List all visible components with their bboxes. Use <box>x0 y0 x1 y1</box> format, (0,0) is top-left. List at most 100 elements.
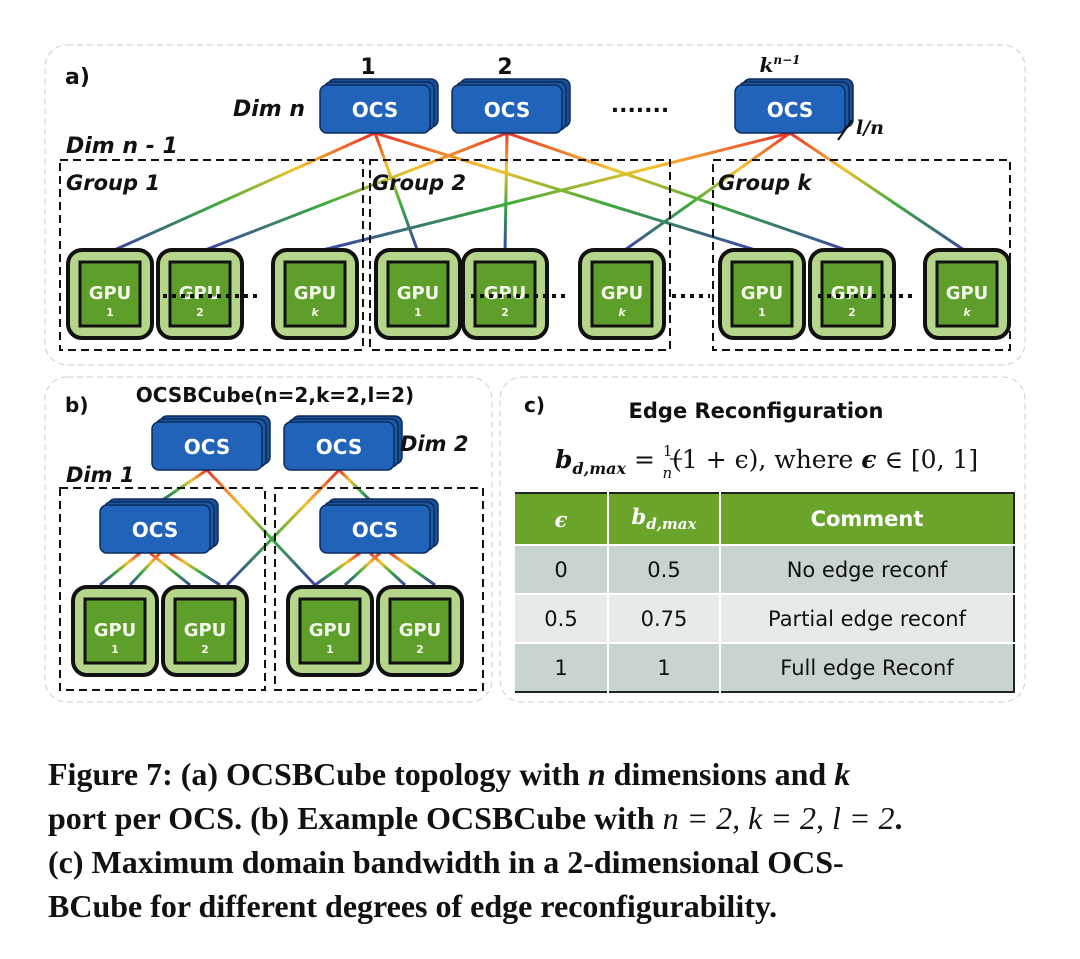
gpu-node: GPU k <box>578 248 666 340</box>
group-label: Group 1 <box>66 171 160 195</box>
cell-comment: Partial edge reconf <box>719 593 1014 643</box>
ocs-index-k: kn−1 <box>760 53 801 77</box>
gpu-label: GPU <box>399 620 442 641</box>
gpu-node: GPU 1 <box>718 248 806 340</box>
optical-link <box>343 551 382 587</box>
group-label: Group 2 <box>372 171 466 195</box>
ocs-switch-1: OCS <box>319 78 439 134</box>
ocs-label: OCS <box>184 435 230 459</box>
gpu-label: GPU <box>946 283 989 304</box>
gpu-index: 2 <box>501 306 509 319</box>
gpu-label: GPU <box>179 283 222 304</box>
gpu-label: GPU <box>601 283 644 304</box>
header-bdmax: bd,max <box>607 493 720 545</box>
optical-link <box>205 468 317 587</box>
gpu-index: 1 <box>758 306 766 319</box>
gpu-label: GPU <box>309 620 352 641</box>
cell-comment: Full edge Reconf <box>719 642 1014 692</box>
dim-2-ocs-2: OCS <box>283 415 403 471</box>
dim-1-ocs-1: OCS <box>99 498 219 554</box>
gpu-index: 1 <box>111 643 119 656</box>
cell-bdmax: 1 <box>607 642 720 692</box>
optical-link <box>506 131 853 254</box>
gpu-index: k <box>311 306 319 319</box>
gpu-node: GPU 1 <box>71 585 159 677</box>
dim-2-ocs-1: OCS <box>151 415 271 471</box>
panel-c-frame <box>499 376 1026 703</box>
dim-n-1-label: Dim n - 1 <box>66 134 178 159</box>
panel-c-title: Edge Reconfiguration <box>629 399 884 423</box>
gpu-node: GPU 1 <box>374 248 462 340</box>
panel-b-title: OCSBCube(n=2,k=2,l=2) <box>136 383 414 407</box>
gpu-label: GPU <box>741 283 784 304</box>
gpu-label: GPU <box>294 283 337 304</box>
group-1-box <box>59 159 364 351</box>
optical-link <box>199 131 508 254</box>
ocs-label: OCS <box>767 98 813 122</box>
optical-link <box>109 131 376 254</box>
cell-bdmax: 0.75 <box>607 593 720 643</box>
gpu-label: GPU <box>184 620 227 641</box>
group-label: Group k <box>718 171 813 195</box>
panel-b-label: b) <box>65 393 88 417</box>
optical-link <box>128 551 162 587</box>
figure-caption: Figure 7: (a) OCSBCube topology with n d… <box>48 756 903 924</box>
gpu-index: 1 <box>414 306 422 319</box>
dim-2-label: Dim 2 <box>400 432 468 456</box>
gpu-node: GPU k <box>271 248 359 340</box>
optical-link <box>314 131 791 254</box>
cell-epsilon: 0 <box>513 544 608 594</box>
gpu-index: 2 <box>848 306 856 319</box>
ocs-label: OCS <box>132 518 178 542</box>
cell-epsilon: 0.5 <box>513 593 608 643</box>
panel-a-label: a) <box>65 65 90 90</box>
cell-comment: No edge reconf <box>719 544 1014 594</box>
optical-link <box>373 132 420 253</box>
header-epsilon: ϵ <box>513 493 608 545</box>
link-arrow-icon <box>837 119 853 141</box>
ocs-index-2: 2 <box>497 55 512 80</box>
group-k-box <box>712 159 1011 351</box>
gpu-label: GPU <box>397 283 440 304</box>
ocs-label: OCS <box>352 518 398 542</box>
dim-1-group-1-box <box>59 487 266 691</box>
gpu-label: GPU <box>89 283 132 304</box>
link-bandwidth-label: l/n <box>856 117 884 139</box>
gpu-label: GPU <box>484 283 527 304</box>
gpu-index: 2 <box>196 306 204 319</box>
ocs-ellipsis: ....... <box>611 93 670 118</box>
ocs-label: OCS <box>484 98 530 122</box>
gpu-index: 1 <box>106 306 114 319</box>
optical-link <box>225 468 341 587</box>
optical-link <box>99 551 141 587</box>
panel-b-frame <box>44 376 493 703</box>
gpu-index: 2 <box>416 643 424 656</box>
header-comment: Comment <box>719 493 1014 545</box>
optical-link <box>621 131 791 254</box>
group-2-box <box>369 159 671 351</box>
gpu-node: GPU 2 <box>376 585 464 677</box>
gpu-index: k <box>618 306 626 319</box>
optical-link <box>389 551 436 587</box>
panel-c-label: c) <box>524 393 545 417</box>
table-header-row: ϵ bd,max Comment <box>513 493 1014 545</box>
optical-link <box>314 551 361 587</box>
gpu-node: GPU 1 <box>66 248 154 340</box>
optical-link <box>169 551 221 587</box>
ocs-label: OCS <box>352 98 398 122</box>
gpu-label: GPU <box>831 283 874 304</box>
ocs-switch-2: OCS <box>451 78 571 134</box>
optical-link <box>503 132 509 253</box>
optical-link <box>789 131 968 254</box>
ocs-switch-3: OCS <box>734 78 854 134</box>
gpu-label: GPU <box>94 620 137 641</box>
